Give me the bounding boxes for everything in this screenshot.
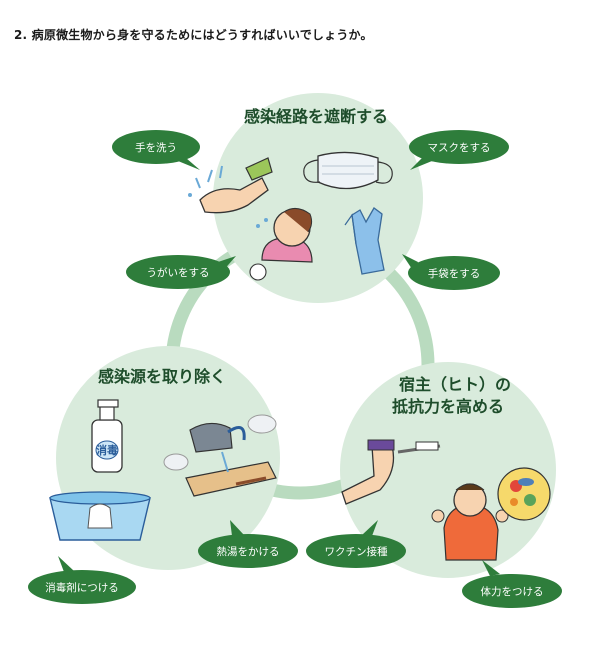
- bubble-gargle: うがいをする: [126, 255, 236, 289]
- host-heading-line1: 宿主（ヒト）の: [399, 375, 511, 394]
- disinfectant-bottle-illustration: 消毒: [91, 399, 123, 473]
- vaccination-arm-illustration: [341, 439, 441, 505]
- svg-text:消毒剤につける: 消毒剤につける: [45, 581, 119, 594]
- svg-text:熱湯をかける: 熱湯をかける: [217, 545, 280, 558]
- svg-text:体力をつける: 体力をつける: [481, 585, 544, 598]
- bubble-pour-hot-water: 熱湯をかける: [198, 520, 298, 568]
- bubble-wash-hands: 手を洗う: [112, 130, 200, 170]
- bubble-wear-mask: マスクをする: [409, 130, 509, 170]
- hand-washing-illustration: [188, 157, 273, 214]
- gloves-illustration: [344, 207, 385, 275]
- host-heading-line2: 抵抗力を高める: [392, 397, 504, 416]
- gargling-person-illustration: [249, 208, 313, 281]
- source-heading: 感染源を取り除く: [98, 367, 226, 386]
- basin-illustration: [49, 491, 151, 541]
- mask-illustration: [303, 151, 393, 190]
- host-circle: [340, 362, 556, 578]
- route-heading: 感染経路を遮断する: [244, 107, 388, 126]
- kettle-board-illustration: [163, 414, 277, 497]
- svg-text:うがいをする: うがいをする: [147, 266, 210, 279]
- bubble-wear-gloves: 手袋をする: [402, 254, 500, 290]
- svg-text:手袋をする: 手袋をする: [428, 267, 481, 280]
- svg-text:ワクチン接種: ワクチン接種: [325, 545, 388, 558]
- svg-text:手を洗う: 手を洗う: [135, 141, 177, 154]
- page-title: 2. 病原微生物から身を守るためにはどうすればいいでしょうか。: [14, 28, 373, 42]
- food-plate-illustration: [497, 467, 551, 521]
- bubble-build-strength: 体力をつける: [462, 560, 562, 608]
- bubble-vaccination: ワクチン接種: [306, 520, 406, 568]
- bubble-soak-disinfectant: 消毒剤につける: [28, 556, 136, 604]
- healthy-child-illustration: [431, 483, 509, 561]
- svg-text:マスクをする: マスクをする: [428, 142, 491, 154]
- bottle-label: 消毒: [96, 443, 118, 457]
